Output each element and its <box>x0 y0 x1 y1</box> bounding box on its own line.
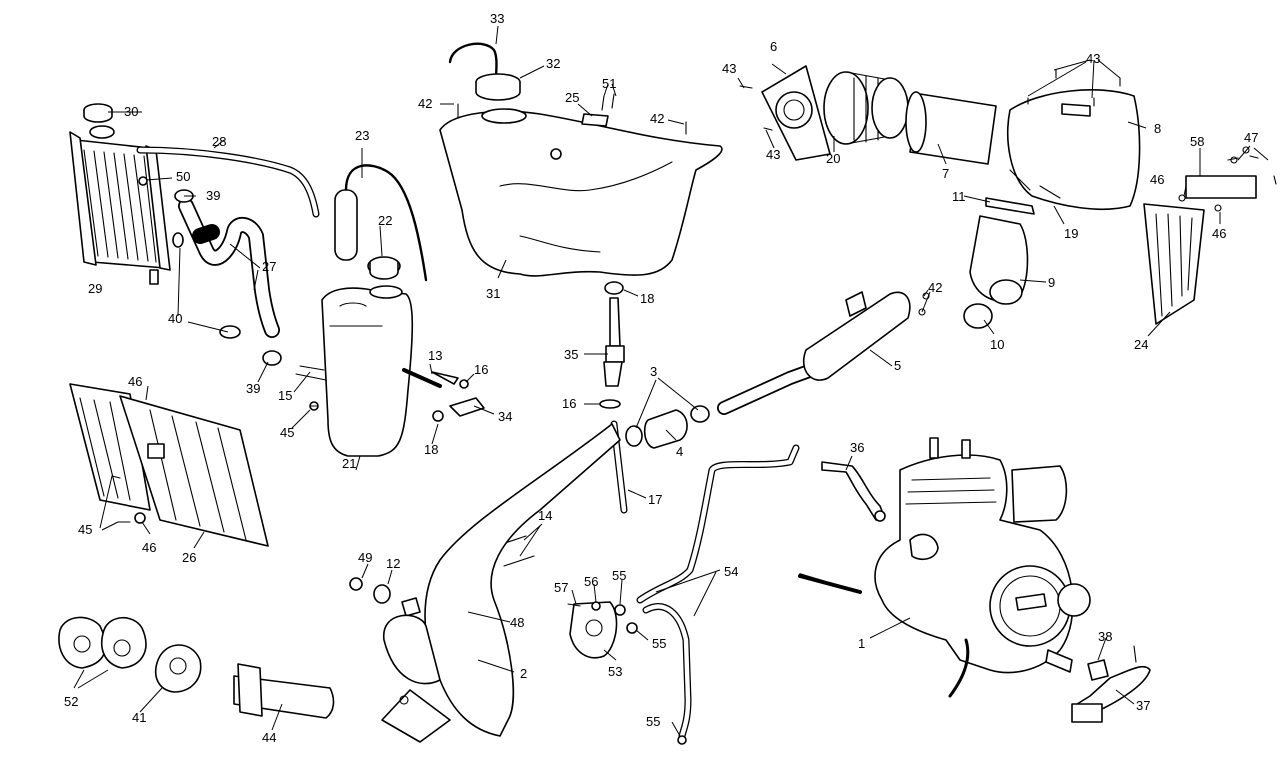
callout-17: 17 <box>648 492 662 507</box>
callout-16b: 16 <box>562 396 576 411</box>
airbox-flange-part <box>739 65 909 161</box>
callout-18a: 18 <box>640 291 654 306</box>
overflow-hose-part <box>136 146 320 218</box>
callout-33: 33 <box>490 11 504 26</box>
callout-28: 28 <box>212 134 226 149</box>
callout-25: 25 <box>565 90 579 105</box>
callout-11: 11 <box>952 189 966 204</box>
callout-43b: 43 <box>766 147 780 162</box>
radiator-guard-part <box>69 383 319 547</box>
callout-40: 40 <box>168 311 182 326</box>
brake-caliper-part <box>567 601 638 659</box>
callout-34: 34 <box>498 409 512 424</box>
callout-21: 21 <box>342 456 356 471</box>
callout-1: 1 <box>858 636 865 651</box>
brake-hose-part <box>636 444 800 745</box>
hose-clamps-part <box>138 176 282 366</box>
callout-55a: 55 <box>612 568 626 583</box>
radiator-hoses-part <box>178 198 280 338</box>
callout-46a: 46 <box>128 374 142 389</box>
intake-boot-part <box>963 197 1035 329</box>
callout-6: 6 <box>770 39 777 54</box>
callout-8: 8 <box>1154 121 1161 136</box>
callout-38: 38 <box>1098 629 1112 644</box>
callout-32: 32 <box>546 56 560 71</box>
gear-lever-part <box>821 461 886 522</box>
tank-hardware-part <box>457 93 687 135</box>
callout-50: 50 <box>176 169 190 184</box>
callout-14: 14 <box>538 508 552 523</box>
callout-5: 5 <box>894 358 901 373</box>
callout-58: 58 <box>1190 134 1204 149</box>
callout-29: 29 <box>88 281 102 296</box>
callout-19: 19 <box>1064 226 1078 241</box>
callout-55c: 55 <box>646 714 660 729</box>
small-fasteners-part <box>1227 146 1277 185</box>
callout-24: 24 <box>1134 337 1148 352</box>
callout-54: 54 <box>724 564 738 579</box>
airbox-part <box>1007 69 1141 211</box>
fuel-tank-part <box>439 42 723 277</box>
callout-47: 47 <box>1244 130 1258 145</box>
callout-42b: 42 <box>650 111 664 126</box>
radiator-part <box>69 125 171 285</box>
exhaust-gaskets-part <box>58 616 335 719</box>
callout-labels: 1 2 3 4 5 6 7 8 9 10 11 12 13 14 15 16 1… <box>64 11 1258 745</box>
callout-46b: 46 <box>142 540 156 555</box>
foam-filter-part <box>905 91 997 165</box>
callout-7: 7 <box>942 166 949 181</box>
callout-13: 13 <box>428 348 442 363</box>
callout-46c: 46 <box>1150 172 1164 187</box>
callout-2: 2 <box>520 666 527 681</box>
callout-39a: 39 <box>206 188 220 203</box>
callout-36: 36 <box>850 440 864 455</box>
callout-45a: 45 <box>280 425 294 440</box>
callout-55b: 55 <box>652 636 666 651</box>
callout-30: 30 <box>124 104 138 119</box>
callout-43a: 43 <box>722 61 736 76</box>
callout-37: 37 <box>1136 698 1150 713</box>
callout-57: 57 <box>554 580 568 595</box>
callout-44: 44 <box>262 730 276 745</box>
callout-48: 48 <box>510 615 524 630</box>
callout-22: 22 <box>378 213 392 228</box>
callout-26: 26 <box>182 550 196 565</box>
callout-12: 12 <box>386 556 400 571</box>
callout-9: 9 <box>1048 275 1055 290</box>
callout-46d: 46 <box>1212 226 1226 241</box>
callout-15: 15 <box>278 388 292 403</box>
callout-45b: 45 <box>78 522 92 537</box>
callout-20: 20 <box>826 151 840 166</box>
callout-56: 56 <box>584 574 598 589</box>
callout-23: 23 <box>355 128 369 143</box>
callout-16a: 16 <box>474 362 488 377</box>
radiator-cap-part <box>83 103 113 123</box>
callout-35: 35 <box>564 347 578 362</box>
callout-41: 41 <box>132 710 146 725</box>
callout-49: 49 <box>358 550 372 565</box>
callout-4: 4 <box>676 444 683 459</box>
callout-3: 3 <box>650 364 657 379</box>
callout-39b: 39 <box>246 381 260 396</box>
leader-lines <box>73 25 1269 737</box>
callout-51: 51 <box>602 76 616 91</box>
callout-43c: 43 <box>1086 51 1100 66</box>
engine-part <box>798 437 1091 698</box>
callout-31: 31 <box>486 286 500 301</box>
kick-start-part <box>1071 645 1151 723</box>
callout-10: 10 <box>990 337 1004 352</box>
expansion-tank-part <box>295 164 485 457</box>
callout-42a: 42 <box>418 96 432 111</box>
expansion-chamber-part <box>381 423 621 743</box>
silencer-part <box>717 291 930 415</box>
callout-18b: 18 <box>424 442 438 457</box>
rear-guard-part <box>1143 156 1257 325</box>
callout-53: 53 <box>608 664 622 679</box>
callout-52: 52 <box>64 694 78 709</box>
fuel-tap-part <box>603 281 625 387</box>
exhaust-coupler-part <box>625 405 710 449</box>
callout-42c: 42 <box>928 280 942 295</box>
callout-27: 27 <box>262 259 276 274</box>
